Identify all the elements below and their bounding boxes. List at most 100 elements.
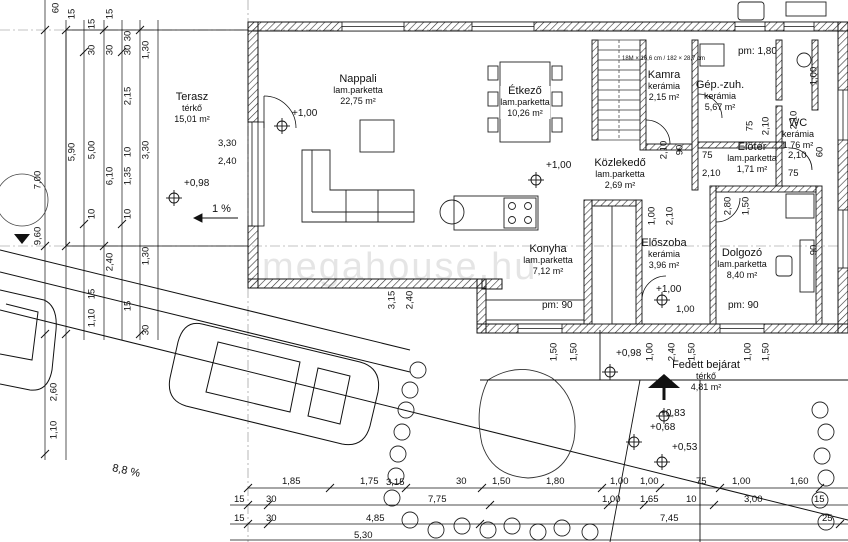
parapet-height-label: pm: 90: [728, 300, 759, 311]
dimension-label: 1,50: [548, 342, 560, 362]
dimension-label: 30: [456, 476, 467, 487]
dimension-label: 1,30: [140, 246, 152, 266]
dimension-label: 1,00: [602, 494, 621, 505]
dimension-label: 10: [686, 494, 697, 505]
dimension-label: 1,00: [644, 342, 656, 362]
dimension-label: 15: [122, 300, 134, 312]
dimension-label: 75: [696, 476, 707, 487]
dimension-label: 2,60: [48, 382, 60, 402]
level-label: +0,98: [184, 178, 210, 189]
dimension-label: 10: [122, 146, 134, 158]
dimension-label: 30: [140, 324, 152, 336]
dimension-label: 1,00: [808, 66, 820, 86]
dimension-label: 7,00: [32, 170, 44, 190]
dimension-label: 60: [814, 146, 826, 158]
top-windows: [341, 21, 848, 334]
entrance-arrow-icon: [648, 374, 680, 388]
dimension-label: 25: [822, 513, 833, 524]
dimension-label: 2,10: [760, 116, 772, 136]
dimension-label: 30: [122, 44, 134, 56]
dimension-label: 3,15: [386, 477, 405, 488]
dimension-label: 1,10: [86, 308, 98, 328]
door-swings: [263, 93, 813, 301]
entrance-path: [480, 330, 848, 542]
dimension-label: 30: [266, 513, 277, 524]
dimension-label: 75: [744, 120, 756, 132]
hedge-plants: [383, 361, 835, 541]
dimension-label: 90: [674, 144, 686, 156]
slope-arrow-icon: [192, 213, 238, 223]
dimension-label: 1,50: [686, 342, 698, 362]
dimension-label: 2,80: [722, 196, 734, 216]
dimension-label: 30: [122, 30, 134, 42]
dimension-label: 7,75: [428, 494, 447, 505]
dimension-label: 90: [808, 244, 820, 256]
dimension-label: 2,40: [104, 252, 116, 272]
car-left: [0, 289, 57, 391]
left-dimension-lines: [44, 0, 159, 460]
outer-walls: [247, 21, 848, 334]
dimension-label: 75: [702, 150, 713, 161]
dimension-label: 2,10: [788, 110, 800, 130]
dimension-label: 1,00: [646, 206, 658, 226]
road-edges: [0, 249, 848, 521]
dimension-label: 1,50: [760, 342, 772, 362]
terrace-outline: [65, 29, 249, 247]
dimension-label: 5,90: [66, 142, 78, 162]
coffee-table: [359, 119, 395, 153]
dimension-label: 1,10: [48, 420, 60, 440]
dimension-label: 2,10: [788, 150, 807, 161]
dimension-label: 1,35: [122, 166, 134, 186]
dimension-label: 60: [50, 2, 62, 14]
dimension-label: 3,30: [218, 138, 237, 149]
dimension-label: 5,30: [354, 530, 373, 541]
living-room-glazing: [251, 121, 265, 227]
section-marker-icon: [14, 234, 30, 244]
bottom-dimension-ticks: [243, 483, 845, 529]
kitchen-island: [453, 195, 539, 231]
dimension-label: 2,40: [666, 342, 678, 362]
dining-table: [487, 61, 563, 143]
dimension-label: 30: [266, 494, 277, 505]
dimension-label: 15: [86, 288, 98, 300]
staircase: [597, 39, 641, 141]
dimension-label: 1,00: [742, 342, 754, 362]
dimension-label: 10: [86, 208, 98, 220]
dimension-label: 4,85: [366, 513, 385, 524]
dimension-label: 15: [86, 18, 98, 30]
dimension-label: 1,50: [568, 342, 580, 362]
level-label: +1,00: [546, 160, 572, 171]
dimension-label: 7,45: [660, 513, 679, 524]
dimension-label: 3,30: [140, 140, 152, 160]
dimension-label: 30: [86, 44, 98, 56]
level-label: +0,68: [650, 422, 676, 433]
dimension-label: 3,15: [386, 290, 398, 310]
dimension-label: 1,65: [640, 494, 659, 505]
stair-note: 18M × 16,6 cm / 182 × 28,7 cm: [622, 56, 706, 62]
parapet-height-label: pm: 90: [542, 300, 573, 311]
bottom-dimension-lines: [230, 487, 848, 541]
level-label: +0,98: [616, 348, 642, 359]
dimension-label: 30: [104, 44, 116, 56]
side-table: [439, 199, 465, 225]
sofa: [301, 149, 415, 223]
dimension-label: 1,85: [282, 476, 301, 487]
dimension-label: 2,40: [218, 156, 237, 167]
dimension-label: 15: [104, 8, 116, 20]
dimension-label: 15: [814, 494, 825, 505]
dimension-label: 2,40: [404, 290, 416, 310]
tree-symbol-front: [478, 369, 576, 479]
level-markers: [166, 118, 672, 470]
dimension-label: 1,50: [740, 196, 752, 216]
dimension-label: 10: [122, 208, 134, 220]
